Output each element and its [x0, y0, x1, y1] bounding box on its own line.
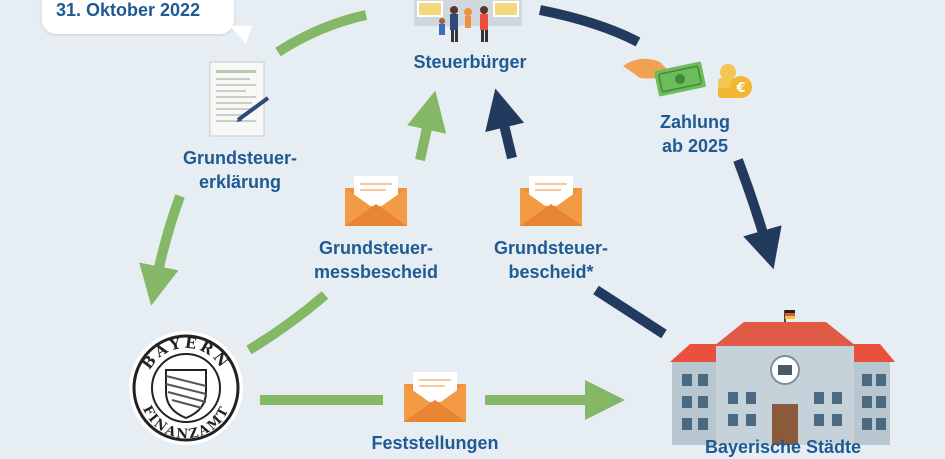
label-feststellungen: Feststellungen: [371, 433, 499, 453]
envelope-icon-messbescheid: [345, 176, 407, 226]
envelope-icon-feststellungen: [404, 372, 466, 422]
seal-text-top: BAYERN: [138, 334, 231, 373]
grundsteuer-diagram: €: [42, 0, 895, 457]
label-erklaerung-line1: Grundsteuer-: [182, 148, 297, 168]
label-zahlung-line2: ab 2025: [661, 136, 729, 156]
money-payment-icon: €: [623, 58, 752, 98]
arrow-buerger-to-zahlung: [539, 5, 641, 47]
envelope-icon-bescheid: [520, 176, 582, 226]
label-messbescheid: Grundsteuer- messbescheid: [300, 236, 452, 284]
arrow-zahlung-to-staedte: [733, 158, 782, 270]
svg-text:€: €: [735, 81, 745, 96]
label-steuerbuerger: Steuerbürger: [413, 52, 527, 72]
tax-form-icon: [209, 61, 270, 137]
label-zahlung-line1: Zahlung: [660, 112, 730, 132]
arrow-finanzamt-to-messbescheid: [246, 291, 329, 355]
svg-text:BAYERN: BAYERN: [138, 334, 234, 373]
deadline-bubble: 31. Oktober 2022: [42, 0, 252, 44]
seal-lettering: BAYERN FINANZAMT: [138, 334, 234, 443]
arrow-bescheid-to-buerger: [485, 88, 525, 160]
arrow-staedte-to-bescheid: [593, 285, 667, 339]
finanzamt-seal-icon: [129, 331, 243, 445]
city-hall-building-icon: [670, 310, 895, 445]
bubble-tail: [230, 26, 252, 44]
arrow-erklaerung-to-buerger: [275, 10, 368, 57]
svg-text:FINANZAMT: FINANZAMT: [139, 403, 233, 442]
label-staedte: Bayerische Städte: [704, 437, 862, 457]
arrow-messbescheid-to-buerger: [407, 90, 447, 162]
label-messbescheid-line1: Grundsteuer-: [318, 238, 433, 258]
label-bescheid-line1: Grundsteuer-: [493, 238, 608, 258]
family-house-icon: [414, 0, 522, 42]
deadline-date: 31. Oktober 2022: [56, 0, 201, 20]
label-zahlung: Zahlung ab 2025: [635, 110, 755, 158]
label-erklaerung: Grundsteuer- erklärung: [160, 146, 320, 194]
label-bescheid-line2: bescheid*: [508, 262, 594, 282]
label-erklaerung-line2: erklärung: [198, 172, 282, 192]
seal-text-bottom: FINANZAMT: [139, 403, 231, 442]
label-bescheid: Grundsteuer- bescheid*: [480, 236, 622, 284]
arrow-erklaerung-to-finanzamt: [139, 194, 185, 306]
diagram-canvas: €: [129, 0, 895, 445]
label-messbescheid-line2: messbescheid: [313, 262, 439, 282]
